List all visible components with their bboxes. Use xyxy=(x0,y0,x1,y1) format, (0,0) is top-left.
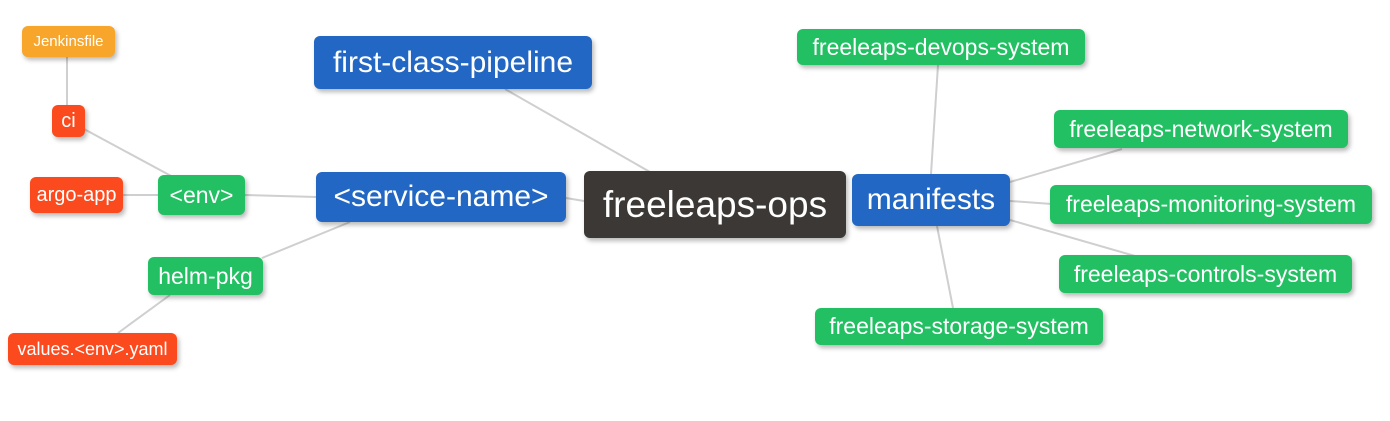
edge-manifests-monitoring xyxy=(1009,200,1053,205)
node-service-name[interactable]: <service-name> xyxy=(316,172,566,222)
edge-manifests-devops xyxy=(930,64,939,175)
node-helm-pkg[interactable]: helm-pkg xyxy=(148,257,263,295)
node-freeleaps-monitoring-system[interactable]: freeleaps-monitoring-system xyxy=(1050,185,1372,224)
edge-ci-env xyxy=(83,128,174,178)
edge-manifests-controls xyxy=(1009,219,1136,257)
node-jenkinsfile[interactable]: Jenkinsfile xyxy=(22,26,115,57)
edge-env-service-name xyxy=(244,194,317,198)
edge-service-name-helm-pkg xyxy=(261,221,351,259)
node-freeleaps-controls-system[interactable]: freeleaps-controls-system xyxy=(1059,255,1352,293)
node-first-class-pipeline[interactable]: first-class-pipeline xyxy=(314,36,592,89)
node-root-freeleaps-ops[interactable]: freeleaps-ops xyxy=(584,171,846,238)
edge-service-name-root xyxy=(565,197,585,202)
edge-manifests-network xyxy=(1009,148,1123,183)
node-env[interactable]: <env> xyxy=(158,175,245,215)
node-argo-app[interactable]: argo-app xyxy=(30,177,123,213)
node-values-env-yaml[interactable]: values.<env>.yaml xyxy=(8,333,177,365)
node-freeleaps-devops-system[interactable]: freeleaps-devops-system xyxy=(797,29,1085,65)
node-manifests[interactable]: manifests xyxy=(852,174,1010,226)
node-freeleaps-storage-system[interactable]: freeleaps-storage-system xyxy=(815,308,1103,345)
node-freeleaps-network-system[interactable]: freeleaps-network-system xyxy=(1054,110,1348,148)
node-ci[interactable]: ci xyxy=(52,105,85,137)
edge-pipeline-root xyxy=(504,88,651,173)
edge-manifests-storage xyxy=(936,225,954,309)
edge-helm-pkg-values xyxy=(117,294,171,334)
